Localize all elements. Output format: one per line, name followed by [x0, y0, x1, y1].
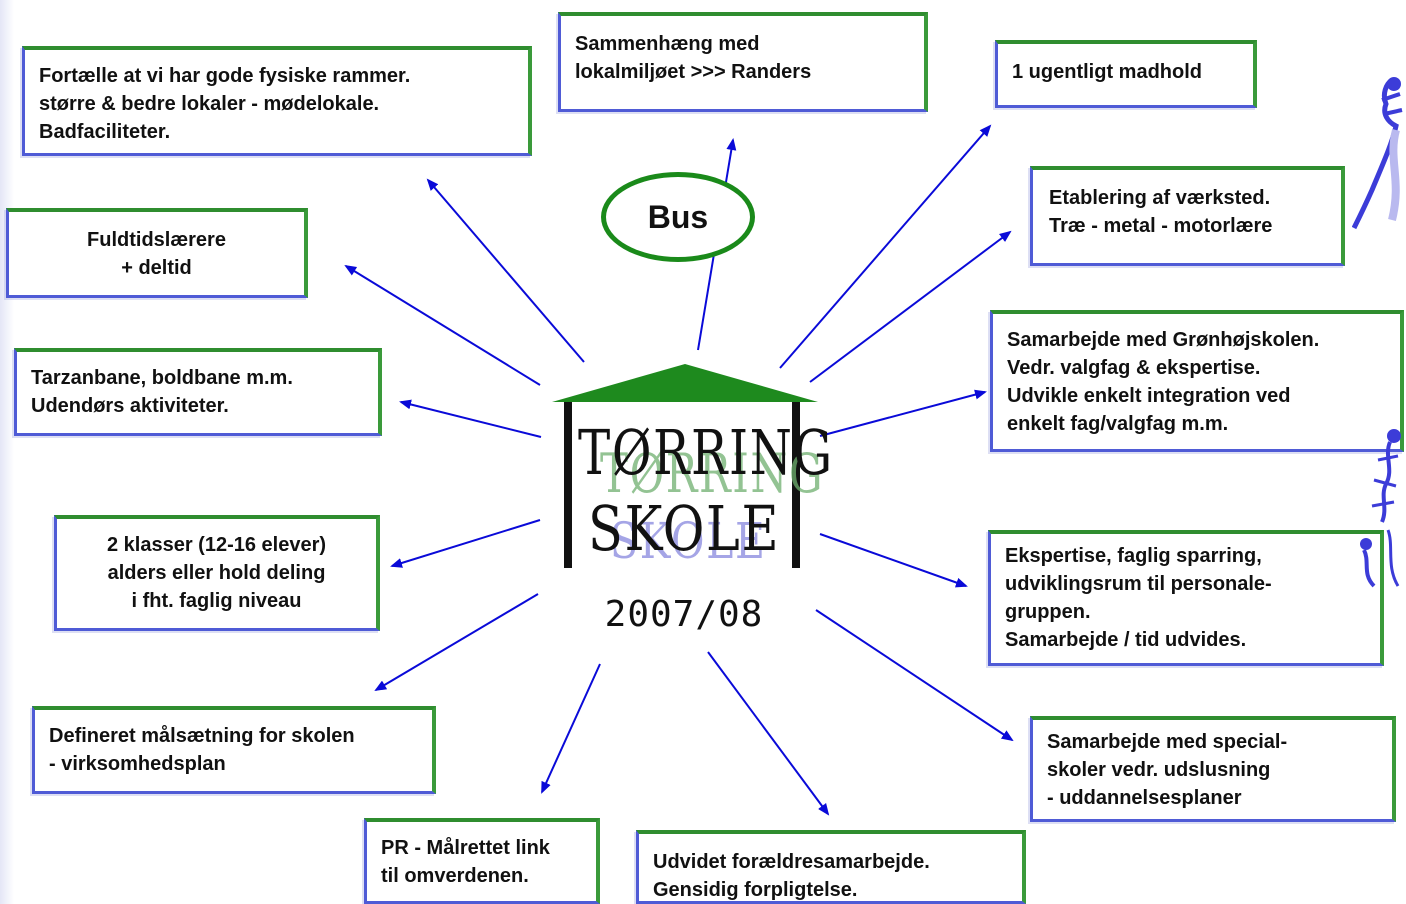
house-post-left: [564, 402, 572, 568]
box-line: til omverdenen.: [381, 865, 529, 887]
box-outdoor: Tarzanbane, boldbane m.m. Udendørs aktiv…: [14, 348, 382, 436]
sign-line2: SKOLE: [588, 492, 781, 565]
box-pr: PR - Målrettet link til omverdenen.: [364, 818, 600, 904]
box-line: større & bedre lokaler - mødelokale.: [39, 93, 380, 115]
roof-shape: [552, 364, 818, 402]
box-goals: Defineret målsætning for skolen - virkso…: [32, 706, 436, 794]
climbing-figures-icon: [1360, 429, 1401, 588]
box-line: Fortælle at vi har gode fysiske rammer.: [39, 65, 411, 87]
box-line: lokalmiljøet >>> Randers: [575, 61, 812, 83]
arrow-workshop: [809, 230, 1012, 383]
arrow-outdoor: [399, 399, 542, 438]
box-line: Træ - metal - motorlære: [1049, 215, 1273, 237]
box-line: Vedr. valgfag & ekspertise.: [1007, 357, 1261, 379]
box-line: Fuldtidslærere: [87, 229, 226, 251]
box-line: Etablering af værksted.: [1049, 187, 1271, 209]
box-line: 2 klasser (12-16 elever): [106, 534, 327, 556]
box-line: Badfaciliteter.: [39, 121, 171, 143]
box-expertise: Ekspertise, faglig sparring, udviklingsr…: [988, 530, 1384, 666]
box-line: Tarzanbane, boldbane m.m.: [31, 367, 293, 389]
box-line: Samarbejde med Grønhøjskolen.: [1007, 329, 1320, 351]
year-label: 2007/08: [604, 594, 764, 635]
arrow-parents: [707, 651, 830, 816]
box-line: gruppen.: [1005, 601, 1091, 623]
arrow-teachers: [344, 264, 541, 386]
box-line: skoler vedr. udslusning: [1047, 759, 1271, 781]
box-line: + deltid: [121, 257, 192, 279]
box-line: PR - Målrettet link: [381, 837, 550, 859]
arrow-special: [815, 609, 1014, 742]
arrow-food: [779, 124, 992, 369]
box-line: udviklingsrum til personale-: [1005, 573, 1272, 595]
climbing-figure-icon: [1352, 77, 1403, 230]
sign-line1: TØRRING: [578, 416, 834, 489]
box-line: Udvidet forældresamarbejde.: [653, 851, 930, 873]
arrow-pr: [541, 663, 601, 794]
arrow-groenhoej: [819, 389, 987, 437]
box-line: Udvikle enkelt integration ved: [1007, 385, 1291, 407]
box-line: Samarbejde / tid udvides.: [1005, 629, 1247, 651]
box-line: 1 ugentligt madhold: [1012, 61, 1202, 83]
school-house-logo: TØRRING TØRRING SKOLE SKOLE: [552, 362, 832, 572]
box-line: alders eller hold deling: [107, 562, 326, 584]
box-teachers: Fuldtidslærere + deltid: [6, 208, 308, 298]
box-line: Sammenhæng med: [575, 33, 760, 55]
box-line: i fht. faglig niveau: [131, 590, 302, 612]
box-line: enkelt fag/valgfag m.m.: [1007, 413, 1229, 435]
bus-label: Bus: [647, 198, 709, 235]
house-post-right: [792, 402, 800, 568]
box-workshop: Etablering af værksted. Træ - metal - mo…: [1030, 166, 1345, 266]
arrow-expertise: [819, 533, 968, 588]
box-line: Defineret målsætning for skolen: [49, 725, 355, 747]
box-line: - uddannelsesplaner: [1047, 787, 1242, 809]
box-groenhoej: Samarbejde med Grønhøjskolen. Vedr. valg…: [990, 310, 1404, 452]
bus-ellipse: Bus: [601, 172, 755, 262]
box-line: Samarbejde med special-: [1047, 731, 1288, 753]
sign-shadow-line1: TØRRING: [600, 442, 825, 505]
box-local: Sammenhæng med lokalmiljøet >>> Randers: [558, 12, 928, 112]
arrow-goals: [374, 593, 539, 692]
box-parents: Udvidet forældresamarbejde. Gensidig for…: [636, 830, 1026, 904]
box-special: Samarbejde med special- skoler vedr. uds…: [1030, 716, 1396, 822]
arrow-classes: [390, 519, 541, 568]
sign-shadow-line2: SKOLE: [610, 512, 767, 570]
box-line: - virksomhedsplan: [49, 753, 226, 775]
box-line: Ekspertise, faglig sparring,: [1005, 545, 1262, 567]
box-line: Gensidig forpligtelse.: [653, 879, 858, 901]
box-physical: Fortælle at vi har gode fysiske rammer. …: [22, 46, 532, 156]
box-line: Udendørs aktiviteter.: [31, 395, 229, 417]
box-classes: 2 klasser (12-16 elever) alders eller ho…: [54, 515, 380, 631]
arrow-physical: [426, 178, 585, 363]
box-food: 1 ugentligt madhold: [995, 40, 1257, 108]
